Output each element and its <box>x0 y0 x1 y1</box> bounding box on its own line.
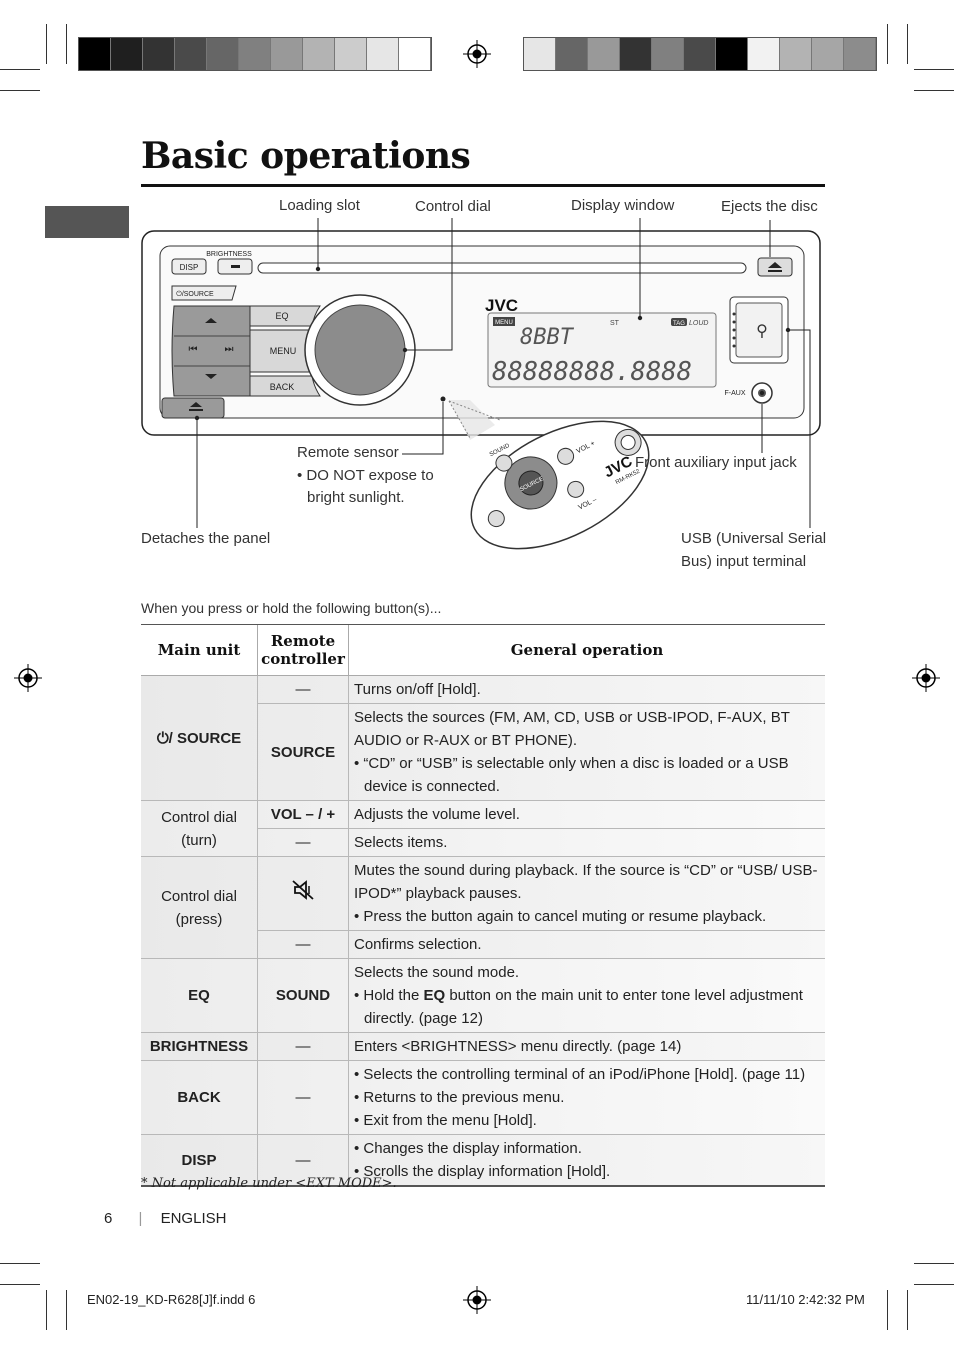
color-bar-left <box>78 37 432 71</box>
svg-text:88888888.8888: 88888888.8888 <box>492 357 692 387</box>
header-general-operation: General operation <box>348 624 825 676</box>
loading-slot <box>257 262 747 274</box>
color-swatch <box>556 38 588 70</box>
brand-logo: JVC <box>485 296 518 315</box>
page-number: 6 <box>104 1210 113 1227</box>
table-row: DISP — • Changes the display information… <box>141 1134 825 1187</box>
callout-display-window: Display window <box>571 197 675 214</box>
timestamp-slug: 11/11/10 2:42:32 PM <box>746 1292 865 1307</box>
color-swatch <box>335 38 367 70</box>
svg-text:LOUD: LOUD <box>689 320 708 327</box>
color-swatch <box>271 38 303 70</box>
page-language: ENGLISH <box>160 1210 227 1227</box>
svg-text:MENU: MENU <box>495 320 513 326</box>
callout-remote-sensor: Remote sensor <box>297 444 399 461</box>
registration-mark-icon <box>463 1286 491 1314</box>
brightness-key-label: BRIGHTNESS <box>206 251 252 258</box>
color-swatch <box>524 38 556 70</box>
color-swatch <box>748 38 780 70</box>
color-swatch <box>588 38 620 70</box>
color-swatch <box>143 38 175 70</box>
color-swatch <box>652 38 684 70</box>
cell-dial-turn: Control dial (turn) <box>141 800 258 857</box>
source-key <box>171 285 237 301</box>
color-bar-right <box>523 37 877 71</box>
callout-usb: USB (Universal Serial <box>681 530 827 547</box>
svg-text:ST: ST <box>610 320 620 327</box>
color-swatch <box>79 38 111 70</box>
callout-ejects-disc: Ejects the disc <box>721 198 818 215</box>
remote-controller: SOURCE SOUND VOL + VOL – JVC RM-RK52 <box>470 420 650 550</box>
source-key-label: ⏻/SOURCE <box>176 290 214 298</box>
table-intro: When you press or hold the following but… <box>141 600 442 616</box>
registration-mark-icon <box>14 664 42 692</box>
disp-key <box>171 258 207 275</box>
usb-icon: ⚲ <box>756 321 768 340</box>
color-swatch <box>239 38 271 70</box>
color-swatch <box>367 38 399 70</box>
header-main-unit: Main unit <box>141 624 258 676</box>
page-title: Basic operations <box>141 135 471 177</box>
table-row: ⏻/ SOURCE — Turns on/off [Hold]. <box>141 675 825 801</box>
table-row: Control dial (turn) VOL – / + Adjusts th… <box>141 800 825 857</box>
callout-front-aux: Front auxiliary input jack <box>635 454 797 471</box>
color-swatch <box>111 38 143 70</box>
callout-usb-2: Bus) input terminal <box>681 553 807 570</box>
color-swatch <box>716 38 748 70</box>
eq-key-label: EQ <box>275 311 288 321</box>
registration-mark-icon <box>912 664 940 692</box>
color-swatch <box>844 38 876 70</box>
section-tab <box>45 206 129 238</box>
nav-cluster <box>171 305 251 397</box>
cell-source-main: ⏻/ SOURCE <box>141 675 258 801</box>
previous-track-icon: ⏮ <box>189 344 198 355</box>
color-swatch <box>303 38 335 70</box>
display-window <box>487 312 717 388</box>
color-swatch <box>812 38 844 70</box>
footnote: * Not applicable under <EXT MODE>. <box>141 1176 397 1191</box>
leader-lines <box>196 218 811 528</box>
color-swatch <box>684 38 716 70</box>
svg-text:TAG: TAG <box>673 321 685 327</box>
page-footer: 6 | ENGLISH <box>104 1210 227 1227</box>
table-row: EQ SOUND Selects the sound mode.• Hold t… <box>141 958 825 1033</box>
color-swatch <box>780 38 812 70</box>
color-swatch <box>620 38 652 70</box>
back-key-label: BACK <box>270 382 295 392</box>
callout-detaches-panel: Detaches the panel <box>141 530 271 547</box>
svg-text:F-AUX: F-AUX <box>725 390 746 397</box>
table-row: BRIGHTNESS — Enters <BRIGHTNESS> menu di… <box>141 1032 825 1061</box>
color-swatch <box>207 38 239 70</box>
menu-key-label: MENU <box>270 346 297 356</box>
mute-icon <box>292 880 314 900</box>
file-slug: EN02-19_KD-R628[J]f.indd 6 <box>87 1292 256 1307</box>
car-stereo-diagram: DISP BRIGHTNESS ⏻/SOURCE ⏮ ⏭ EQ MENU BAC… <box>141 218 821 550</box>
callout-remote-sensor-note-2: bright sunlight. <box>307 489 405 506</box>
svg-text:8BBT: 8BBT <box>520 325 575 350</box>
color-swatch <box>175 38 207 70</box>
callout-remote-sensor-note: • DO NOT expose to <box>297 467 434 484</box>
table-row: BACK — • Selects the controlling termina… <box>141 1060 825 1135</box>
detach-button <box>161 397 225 419</box>
cell-dial-press: Control dial (press) <box>141 856 258 959</box>
next-track-icon: ⏭ <box>225 344 234 355</box>
remote-sensor <box>440 396 446 402</box>
color-swatch <box>399 38 431 70</box>
disp-key-label: DISP <box>180 263 199 272</box>
title-rule <box>141 184 825 187</box>
table-row: Control dial (press) Mutes the sound dur… <box>141 856 825 959</box>
callout-control-dial: Control dial <box>415 198 491 215</box>
registration-mark-icon <box>463 40 491 68</box>
callout-loading-slot: Loading slot <box>279 197 360 214</box>
